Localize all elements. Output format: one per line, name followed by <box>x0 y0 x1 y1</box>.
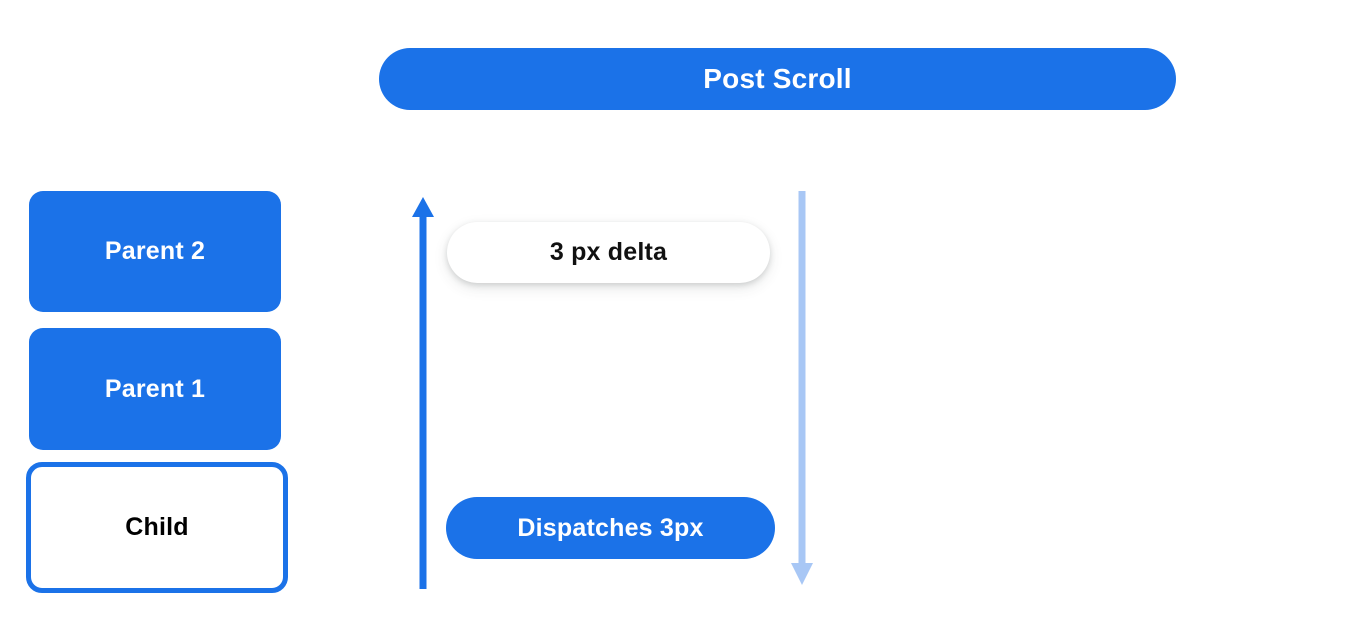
scroll-down-arrow <box>791 191 813 585</box>
post-scroll-header: Post Scroll <box>379 48 1176 110</box>
box-child-label: Child <box>125 513 189 541</box>
delta-callout-label: 3 px delta <box>549 238 668 266</box>
box-parent-2: Parent 2 <box>29 191 281 312</box>
delta-callout: 3 px delta <box>447 222 770 283</box>
box-parent-1-label: Parent 1 <box>104 374 206 403</box>
scroll-up-arrow <box>412 197 434 589</box>
dispatch-callout: Dispatches 3px <box>446 497 775 559</box>
box-parent-2-label: Parent 2 <box>104 237 206 265</box>
dispatch-callout-label: Dispatches 3px <box>517 513 704 542</box>
box-child: Child <box>26 462 288 593</box>
box-parent-1: Parent 1 <box>29 328 281 450</box>
post-scroll-header-label: Post Scroll <box>703 63 852 94</box>
